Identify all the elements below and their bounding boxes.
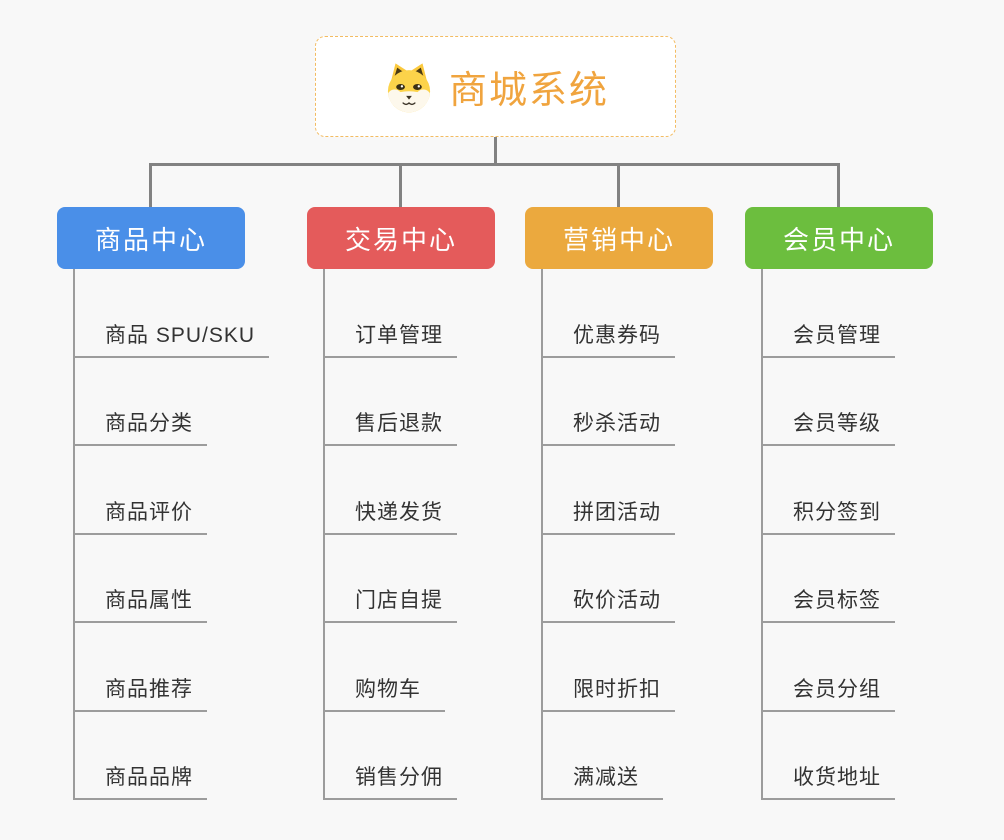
- child-node[interactable]: 会员标签: [763, 535, 895, 623]
- child-node[interactable]: 秒杀活动: [543, 358, 675, 446]
- child-node[interactable]: 商品品牌: [75, 712, 207, 800]
- child-node[interactable]: 商品属性: [75, 535, 207, 623]
- connector-stub-2: [399, 163, 402, 209]
- child-node[interactable]: 拼团活动: [543, 446, 675, 535]
- connector-stub-3: [617, 163, 620, 209]
- child-node[interactable]: 订单管理: [325, 269, 457, 358]
- child-node[interactable]: 限时折扣: [543, 623, 675, 712]
- child-node[interactable]: 商品分类: [75, 358, 207, 446]
- child-node[interactable]: 收货地址: [763, 712, 895, 800]
- branch-member-center: 会员中心 会员管理 会员等级 积分签到 会员标签 会员分组 收货地址: [745, 207, 933, 800]
- root-title: 商城系统: [448, 70, 609, 112]
- child-node[interactable]: 商品 SPU/SKU: [75, 269, 270, 358]
- connector-bus: [149, 163, 840, 166]
- branch-children: 会员管理 会员等级 积分签到 会员标签 会员分组 收货地址: [761, 269, 933, 800]
- child-node[interactable]: 销售分佣: [325, 712, 457, 800]
- root-node[interactable]: 商城系统: [315, 36, 676, 137]
- branch-trade-center: 交易中心 订单管理 售后退款 快递发货 门店自提 购物车 销售分佣: [307, 207, 495, 800]
- child-node[interactable]: 会员等级: [763, 358, 895, 446]
- child-node[interactable]: 优惠券码: [543, 269, 675, 358]
- child-node[interactable]: 会员分组: [763, 623, 895, 712]
- connector-stub-1: [149, 163, 152, 209]
- connector-root-stub: [494, 137, 497, 165]
- branch-children: 商品 SPU/SKU 商品分类 商品评价 商品属性 商品推荐 商品品牌: [73, 269, 270, 800]
- child-node[interactable]: 会员管理: [763, 269, 895, 358]
- branch-node[interactable]: 交易中心: [307, 207, 495, 269]
- branch-children: 订单管理 售后退款 快递发货 门店自提 购物车 销售分佣: [323, 269, 495, 800]
- child-node[interactable]: 售后退款: [325, 358, 457, 446]
- child-node[interactable]: 满减送: [543, 712, 663, 800]
- child-node[interactable]: 快递发货: [325, 446, 457, 535]
- child-node[interactable]: 砍价活动: [543, 535, 675, 623]
- child-node[interactable]: 购物车: [325, 623, 445, 712]
- child-node[interactable]: 商品评价: [75, 446, 207, 535]
- branch-product-center: 商品中心 商品 SPU/SKU 商品分类 商品评价 商品属性 商品推荐 商品品牌: [57, 207, 270, 800]
- branch-node[interactable]: 商品中心: [57, 207, 245, 269]
- child-node[interactable]: 积分签到: [763, 446, 895, 535]
- connector-stub-4: [837, 163, 840, 209]
- branch-marketing-center: 营销中心 优惠券码 秒杀活动 拼团活动 砍价活动 限时折扣 满减送: [525, 207, 713, 800]
- branch-children: 优惠券码 秒杀活动 拼团活动 砍价活动 限时折扣 满减送: [541, 269, 713, 800]
- dog-face-icon: [387, 62, 431, 112]
- child-node[interactable]: 商品推荐: [75, 623, 207, 712]
- branch-node[interactable]: 营销中心: [525, 207, 713, 269]
- child-node[interactable]: 门店自提: [325, 535, 457, 623]
- branch-node[interactable]: 会员中心: [745, 207, 933, 269]
